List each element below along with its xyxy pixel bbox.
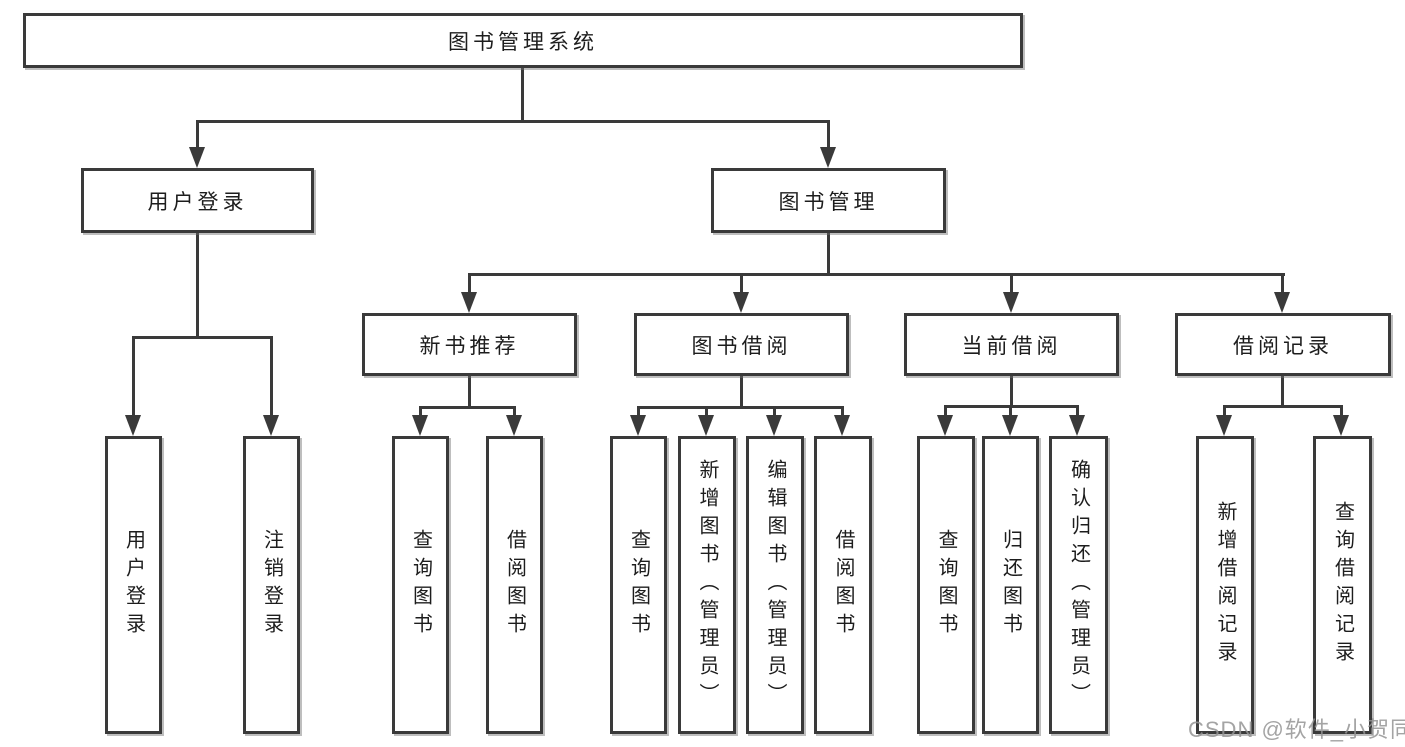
arrow-down-icon [630,415,646,436]
leaf-edit-books-admin: 编辑图书（管理员） [746,436,804,734]
node-label: 图书借阅 [691,334,792,358]
leaf-query-books-borrowing: 查询图书 [610,436,667,734]
connector-book-mgmt-drop-3 [1010,273,1013,295]
leaf-label: 查询借阅记录 [1331,501,1354,669]
arrow-down-icon [1002,415,1018,436]
connector-current-stem [1010,376,1013,405]
node-user-login-branch: 用户登录 [81,168,314,233]
leaf-borrow-books-recommend: 借阅图书 [486,436,543,734]
node-book-borrowing: 图书借阅 [634,313,849,376]
leaf-label: 新增借阅记录 [1214,501,1236,669]
leaf-query-borrow-record: 查询借阅记录 [1313,436,1372,734]
connector-records-drop-1 [1223,405,1226,418]
leaf-label: 确认归还（管理员） [1067,459,1090,711]
arrow-down-icon [189,147,205,168]
node-new-book-recommendation: 新书推荐 [362,313,577,376]
connector-user-login-rail [132,336,273,339]
connector-book-mgmt-stem [827,233,830,273]
leaf-add-borrow-record: 新增借阅记录 [1196,436,1254,734]
connector-root-drop-1 [196,120,199,150]
connector-book-mgmt-rail [468,273,1285,276]
connector-records-rail [1223,405,1343,408]
connector-book-mgmt-drop-4 [1281,273,1284,295]
arrow-down-icon [834,415,850,436]
arrow-down-icon [461,292,477,313]
connector-borrowing-drop-3 [773,406,776,418]
connector-book-mgmt-drop-1 [468,273,471,295]
leaf-return-books: 归还图书 [982,436,1039,734]
leaf-logout: 注销登录 [243,436,300,734]
connector-records-drop-2 [1340,405,1343,418]
leaf-label: 查询图书 [935,529,957,641]
connector-root-stem [521,68,524,120]
leaf-user-login: 用户登录 [105,436,162,734]
connector-current-drop-1 [944,405,947,418]
connector-user-login-drop-2 [270,336,273,416]
arrow-down-icon [1216,415,1232,436]
node-book-management-branch: 图书管理 [711,168,946,233]
leaf-label: 编辑图书（管理员） [764,459,786,711]
leaf-label: 查询图书 [627,529,650,641]
arrow-down-icon [412,415,428,436]
connector-borrowing-drop-1 [637,406,640,418]
leaf-query-books-current: 查询图书 [917,436,975,734]
node-label: 当前借阅 [961,334,1062,358]
connector-root-rail [196,120,830,123]
connector-recommend-rail [419,406,516,409]
node-label: 用户登录 [147,190,248,214]
arrow-down-icon [1274,292,1290,313]
connector-borrowing-stem [740,376,743,406]
leaf-borrow-books: 借阅图书 [814,436,872,734]
connector-borrowing-drop-4 [841,406,844,418]
leaf-label: 借阅图书 [503,529,526,641]
arrow-down-icon [820,147,836,168]
connector-root-drop-2 [827,120,830,150]
leaf-label: 借阅图书 [832,529,854,641]
connector-user-login-stem [196,233,199,336]
node-borrowing-records: 借阅记录 [1175,313,1391,376]
leaf-add-books-admin: 新增图书（管理员） [678,436,736,734]
leaf-confirm-return-admin: 确认归还（管理员） [1049,436,1108,734]
arrow-down-icon [506,415,522,436]
arrow-down-icon [1003,292,1019,313]
leaf-label: 新增图书（管理员） [696,459,718,711]
leaf-query-books-recommend: 查询图书 [392,436,449,734]
arrow-down-icon [263,415,279,436]
connector-borrowing-rail [637,406,844,409]
arrow-down-icon [125,415,141,436]
arrow-down-icon [1069,415,1085,436]
node-label: 借阅记录 [1233,334,1333,358]
node-library-management-system: 图书管理系统 [23,13,1023,68]
arrow-down-icon [698,415,714,436]
connector-recommend-drop-1 [419,406,422,418]
connector-current-drop-3 [1076,405,1079,418]
arrow-down-icon [937,415,953,436]
arrow-down-icon [766,415,782,436]
node-label: 图书管理 [778,190,879,214]
connector-borrowing-drop-2 [705,406,708,418]
node-label: 图书管理系统 [448,30,598,54]
connector-records-stem [1281,376,1284,405]
node-label: 新书推荐 [419,334,520,358]
arrow-down-icon [733,292,749,313]
connector-book-mgmt-drop-2 [740,273,743,295]
leaf-label: 用户登录 [122,529,145,641]
csdn-watermark: CSDN @软件_小贺同学 [1188,717,1405,742]
connector-user-login-drop-1 [132,336,135,416]
connector-recommend-drop-2 [513,406,516,418]
node-current-borrowing: 当前借阅 [904,313,1119,376]
leaf-label: 查询图书 [409,529,432,641]
arrow-down-icon [1333,415,1349,436]
connector-current-drop-2 [1009,405,1012,418]
connector-recommend-stem [468,376,471,406]
leaf-label: 归还图书 [999,529,1022,641]
leaf-label: 注销登录 [260,529,283,641]
